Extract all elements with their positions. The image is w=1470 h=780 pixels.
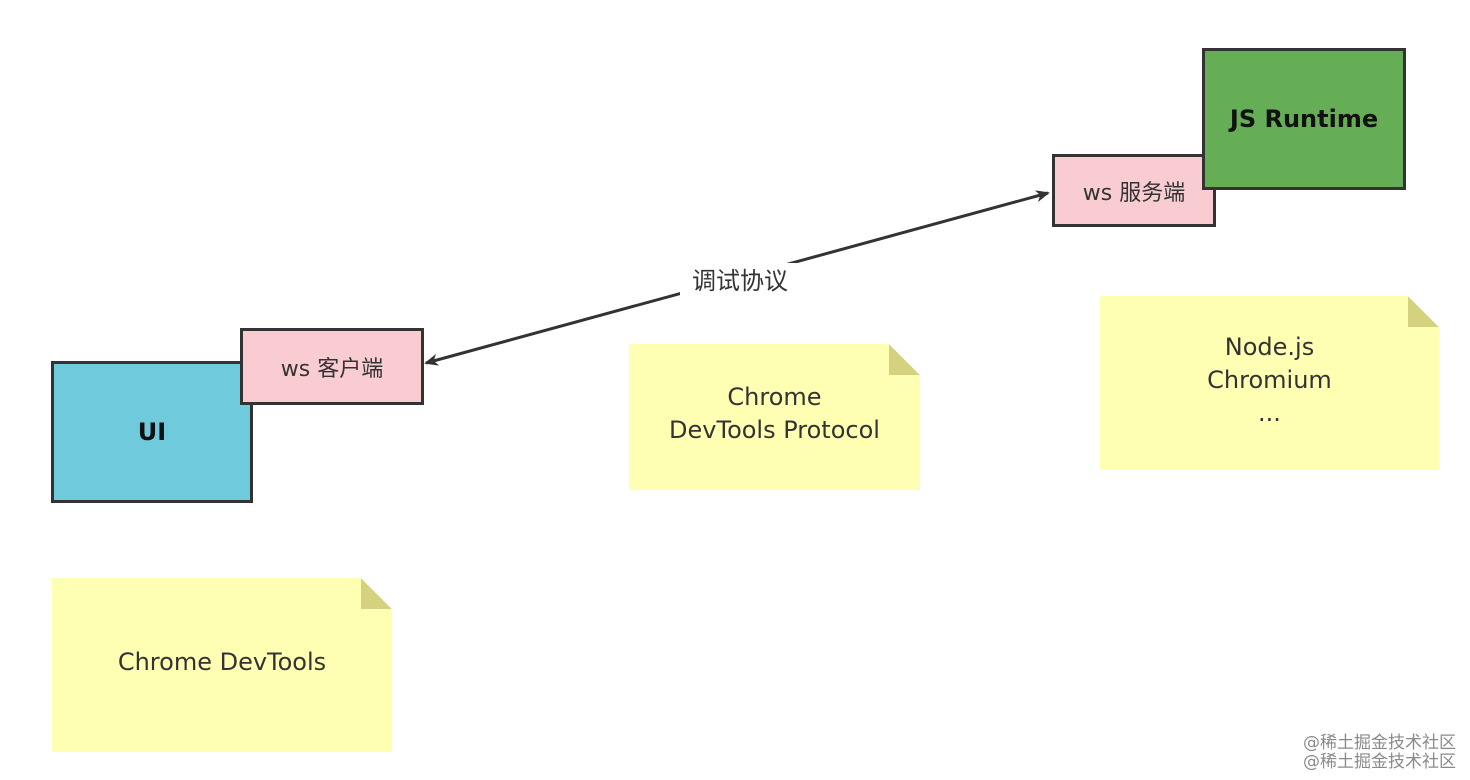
- note-protocol-text: Chrome DevTools Protocol: [669, 383, 880, 444]
- node-js-runtime[interactable]: JS Runtime: [1202, 48, 1406, 190]
- node-ws-server[interactable]: ws 服务端: [1052, 154, 1216, 227]
- watermark-line-2: @稀土掘金技术社区: [1303, 752, 1456, 772]
- note-devtools[interactable]: Chrome DevTools: [52, 578, 392, 752]
- node-ws-client[interactable]: ws 客户端: [240, 328, 424, 405]
- note-devtools-text: Chrome DevTools: [117, 647, 327, 676]
- note-protocol[interactable]: Chrome DevTools Protocol: [629, 344, 920, 490]
- watermark-line-1: @稀土掘金技术社区: [1303, 733, 1456, 753]
- edge-label-protocol: 调试协议: [680, 263, 800, 299]
- watermark: @稀土掘金技术社区 @稀土掘金技术社区: [1303, 734, 1456, 772]
- note-fold-icon: [1408, 296, 1439, 327]
- note-fold-icon: [361, 578, 392, 609]
- node-ui-label: UI: [137, 418, 167, 446]
- node-ws-server-label: ws 服务端: [1082, 180, 1186, 206]
- node-ui[interactable]: UI: [51, 361, 253, 503]
- node-js-runtime-label: JS Runtime: [1229, 105, 1379, 133]
- note-runtime-text: Node.js Chromium ...: [1207, 332, 1332, 427]
- note-fold-icon: [889, 344, 920, 375]
- node-ws-client-label: ws 客户端: [280, 356, 384, 382]
- note-runtime[interactable]: Node.js Chromium ...: [1100, 296, 1439, 470]
